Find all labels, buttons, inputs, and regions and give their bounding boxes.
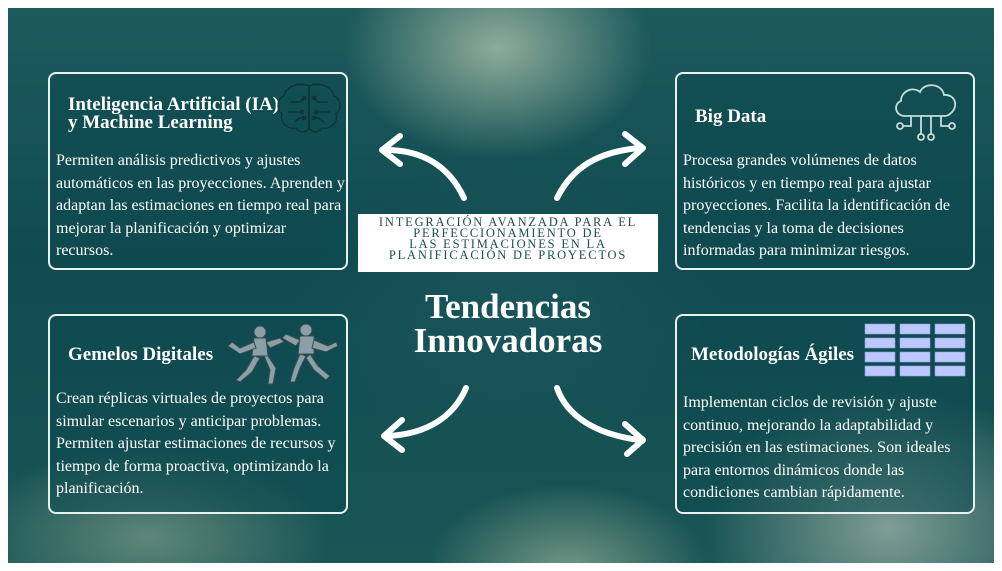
subtitle-box: Integración avanzada para el perfecciona… <box>358 214 658 272</box>
subtitle-line: perfeccionamiento de <box>413 226 603 240</box>
card-bd-body: Procesa grandes volúmenes de datos histó… <box>683 152 950 259</box>
arrow-down-left <box>381 385 469 453</box>
subtitle-line: planificación de proyectos <box>388 248 628 262</box>
brain-circuit-icon <box>277 83 341 133</box>
arrow-up-right <box>554 131 646 201</box>
cloud-network-icon <box>895 84 957 141</box>
kanban-board-icon <box>864 323 966 377</box>
robots-boxing-icon <box>227 323 339 385</box>
card-ma: Metodologías Ágiles Implementan ciclos d… <box>675 314 975 514</box>
card-ma-title: Metodologías Ágiles <box>691 344 855 365</box>
arrow-down-right <box>554 385 646 457</box>
subtitle-line: Integración avanzada para el <box>378 215 638 229</box>
card-ma-body: Implementan ciclos de revisión y ajuste … <box>683 394 951 501</box>
card-ia: Inteligencia Artificial (IA) y Machine L… <box>48 72 348 270</box>
card-bd-title: Big Data <box>695 106 767 127</box>
card-ia-body: Permiten análisis predictivos y ajustes … <box>56 152 345 259</box>
subtitle-line: las estimaciones en la <box>409 237 607 251</box>
card-gd-title: Gemelos Digitales <box>68 344 214 365</box>
card-gd-body: Crean réplicas virtuales de proyectos pa… <box>56 390 336 497</box>
arrow-up-left <box>379 133 467 201</box>
slide-background: Inteligencia Artificial (IA) y Machine L… <box>8 8 994 563</box>
card-ia-title: Inteligencia Artificial (IA) y Machine L… <box>68 94 280 133</box>
card-bd: Big Data Procesa grandes volúmenes de da… <box>675 72 975 270</box>
card-gd: Gemelos Digitales Crean réplicas virtual… <box>48 314 348 514</box>
main-title: Tendencias Innovadoras <box>413 287 603 360</box>
